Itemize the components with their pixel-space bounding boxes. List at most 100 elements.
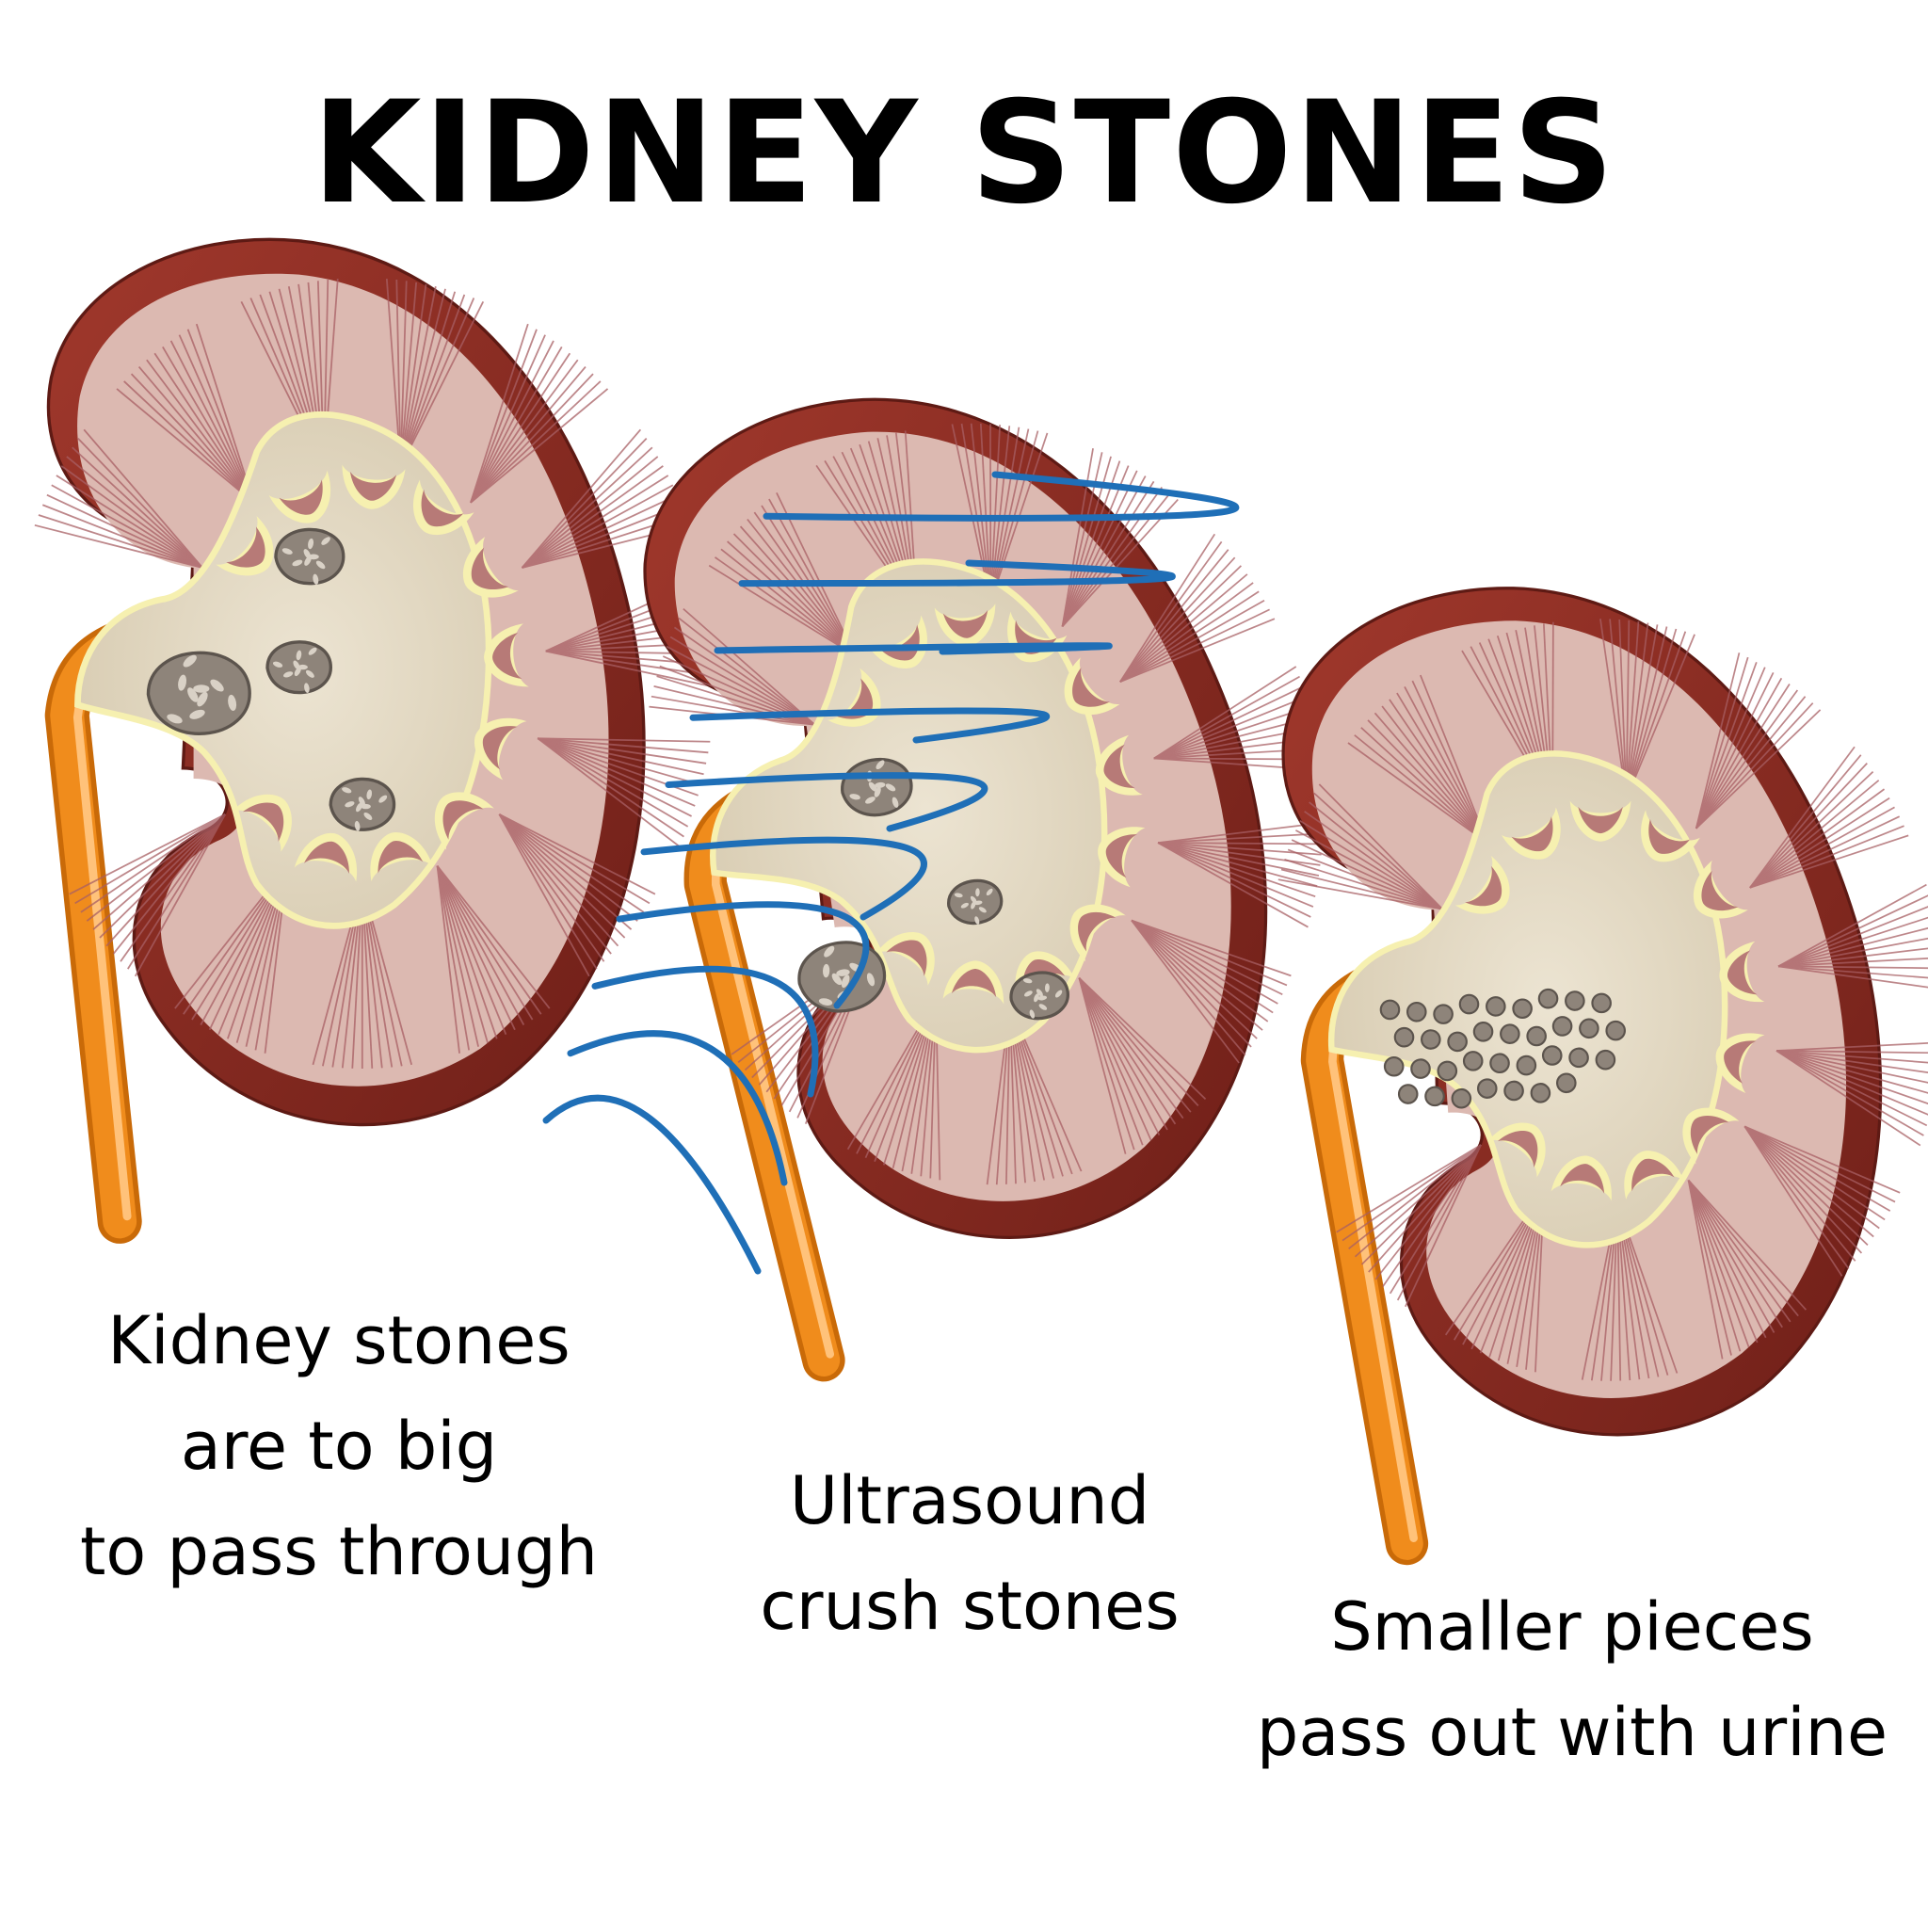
calyx <box>942 960 1004 1005</box>
ultrasound-arc <box>665 772 988 832</box>
caption-line: Smaller pieces <box>1330 1588 1814 1666</box>
kidney-stone <box>947 878 1004 925</box>
stone-fragment <box>1472 1022 1494 1042</box>
caption-line: Kidney stones <box>107 1302 570 1379</box>
kidney-stone <box>265 640 332 695</box>
renal-pyramids <box>649 423 1324 1185</box>
stone-fragment <box>1530 1083 1551 1103</box>
calyx <box>1487 1122 1546 1178</box>
ultrasound-arc <box>714 642 1113 655</box>
stone-fragment <box>1555 1072 1577 1094</box>
calyx <box>370 832 433 882</box>
calyx <box>1693 860 1748 919</box>
kidney-stone <box>146 651 251 735</box>
kidney-before <box>34 237 716 1244</box>
stone-fragment <box>1433 1004 1454 1024</box>
stone-fragment <box>1410 1058 1431 1079</box>
calyces <box>1454 800 1765 1201</box>
stone-fragment <box>1516 1055 1537 1076</box>
diagram-title: KIDNEY STONES <box>312 72 1616 235</box>
stone-fragment <box>1605 1020 1627 1041</box>
calyx <box>1682 1107 1740 1165</box>
caption-line: Ultrasound <box>789 1462 1150 1539</box>
stone-fragment <box>1447 1031 1468 1053</box>
calyx <box>342 464 406 509</box>
calyx <box>268 470 331 523</box>
ultrasound-arc <box>689 707 1051 744</box>
stone-fragment <box>1406 1001 1427 1022</box>
calyx <box>934 603 996 647</box>
calyx <box>868 615 927 668</box>
stone-fragment <box>1437 1060 1458 1082</box>
calyx <box>876 932 935 986</box>
stone-fragment <box>1595 1049 1616 1071</box>
stone-fragment <box>1462 1051 1484 1071</box>
calyx <box>294 832 358 882</box>
ultrasound-arc <box>591 965 819 1098</box>
caption-line: to pass through <box>79 1513 599 1590</box>
calyx <box>232 794 292 852</box>
stone-fragment <box>1393 1026 1415 1048</box>
stone-fragment <box>1565 990 1585 1011</box>
stone-fragment <box>1512 998 1533 1020</box>
ultrasound-arc <box>763 471 1240 522</box>
stone-fragment <box>1500 1023 1520 1044</box>
calyx <box>1641 810 1700 862</box>
stone-fragment <box>1379 999 1401 1021</box>
caption-line: crush stones <box>760 1568 1180 1645</box>
stone-fragment <box>1568 1047 1589 1069</box>
kidney-after <box>1277 587 1928 1566</box>
calyx <box>1624 1151 1684 1200</box>
calyx <box>484 623 529 687</box>
calyx <box>1064 657 1120 716</box>
calyx <box>1069 904 1126 962</box>
calyx <box>413 479 474 536</box>
calyx <box>216 516 274 576</box>
calyx <box>1095 734 1143 796</box>
kidney-stone <box>274 527 345 586</box>
caption-passed: Smaller pieces pass out with urine <box>1224 1574 1920 1785</box>
stone-fragment <box>1424 1086 1445 1107</box>
kidney-stone <box>1009 971 1069 1021</box>
calyx <box>462 537 519 598</box>
stone-fragment <box>1551 1016 1573 1037</box>
stone-fragment <box>1397 1084 1419 1104</box>
ultrasound-arc <box>640 836 927 921</box>
calyx <box>1454 856 1510 914</box>
kidney-ultrasound <box>643 397 1324 1382</box>
stone-fragment <box>1526 1025 1547 1047</box>
stone-fragment <box>1486 996 1506 1017</box>
caption-line: are to big <box>180 1408 498 1485</box>
calyx <box>1501 807 1561 860</box>
stone-fragment <box>1421 1029 1441 1050</box>
stone-fragment <box>1579 1018 1599 1039</box>
calyces <box>216 464 529 882</box>
calyx <box>1715 1033 1765 1094</box>
calyx <box>1719 941 1765 1003</box>
caption-line: pass out with urine <box>1256 1694 1888 1771</box>
stone-fragment <box>1591 992 1612 1014</box>
ultrasound-arc <box>567 1030 788 1186</box>
stone-fragment <box>1541 1045 1563 1066</box>
ultrasound-arc <box>542 1094 762 1275</box>
ultrasound-arc <box>616 901 870 1009</box>
calyx <box>1550 1155 1612 1201</box>
stone-fragment <box>1503 1080 1524 1102</box>
stone-fragment <box>1489 1053 1510 1074</box>
stone-fragment <box>1383 1055 1405 1077</box>
caption-ultrasound: Ultrasound crush stones <box>659 1448 1280 1659</box>
calyx <box>1569 800 1631 842</box>
ultrasound-waves <box>542 471 1240 1275</box>
stone-fragment <box>1451 1087 1472 1109</box>
calyx <box>434 792 494 850</box>
calyx <box>1098 827 1146 888</box>
caption-too-big: Kidney stones are to big to pass through <box>38 1288 640 1604</box>
kidney-stone <box>329 777 396 831</box>
stone-fragment <box>1537 988 1559 1009</box>
stone-fragment <box>1458 993 1480 1015</box>
calyx <box>474 717 527 781</box>
ultrasound-arc <box>738 559 1176 588</box>
stone-fragment <box>1476 1078 1498 1099</box>
